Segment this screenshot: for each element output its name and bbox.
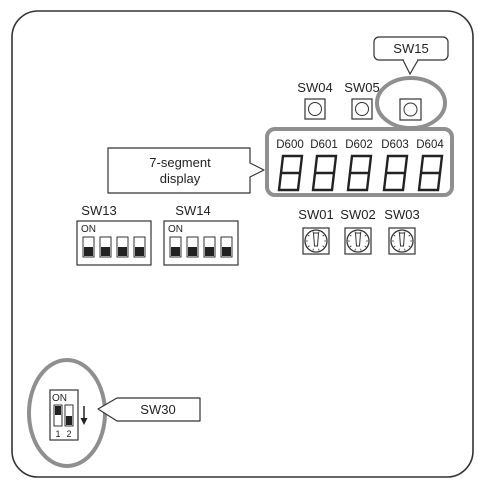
sw13-label: SW13: [81, 203, 116, 218]
down-arrow-icon: [80, 406, 88, 425]
push-button-sw15[interactable]: [399, 98, 422, 121]
seven-segment-digit-3: [346, 154, 373, 192]
sw30-on-label: ON: [52, 393, 67, 404]
seven-segment-display: D600 D601 D602 D603 D604: [276, 139, 444, 192]
sw13-toggle-3[interactable]: [116, 236, 129, 258]
seven-segment-callout-box: [107, 147, 265, 194]
sw14-toggles: [169, 236, 233, 258]
sw30-toggle-1[interactable]: [53, 404, 63, 427]
dip-switch-sw30[interactable]: ON 1 2: [49, 389, 88, 441]
push-button-sw05[interactable]: SW05: [344, 80, 380, 120]
sw15-button-cap: [403, 102, 418, 117]
sw30-callout: SW30: [97, 397, 201, 422]
sw03-label: SW03: [384, 207, 419, 222]
rotary-switch-sw01[interactable]: [302, 227, 330, 255]
push-button-sw04[interactable]: SW04: [297, 80, 333, 120]
seven-segment-callout-line1: 7-segment: [149, 155, 211, 170]
display-label-d602: D602: [345, 139, 373, 151]
sw14-on-label: ON: [168, 224, 183, 235]
sw15-callout-label: SW15: [393, 41, 428, 56]
dip-switch-sw13[interactable]: SW13 ON: [76, 203, 152, 266]
seven-segment-callout: 7-segment display: [107, 147, 265, 194]
seven-segment-digit-4: [382, 154, 409, 192]
sw13-toggles: [82, 236, 146, 258]
seven-segment-digit-1: [277, 154, 304, 192]
sw30-toggle-2-knob: [66, 416, 72, 425]
rotary-switches: SW01 SW02 SW03: [298, 207, 420, 255]
sw13-toggle-1[interactable]: [82, 236, 95, 258]
sw14-label: SW14: [175, 203, 210, 218]
sw01-label: SW01: [298, 207, 333, 222]
sw05-label: SW05: [344, 80, 379, 95]
display-label-d601: D601: [310, 139, 338, 151]
sw13-toggle-2[interactable]: [99, 236, 112, 258]
dip-switch-sw14[interactable]: SW14 ON: [163, 203, 239, 266]
sw14-toggle-3[interactable]: [203, 236, 216, 258]
display-label-d600: D600: [276, 139, 304, 151]
sw05-button-cap: [355, 102, 369, 116]
sw14-toggle-4[interactable]: [220, 236, 233, 258]
sw30-callout-label: SW30: [140, 402, 175, 417]
sw14-toggle-2[interactable]: [186, 236, 199, 258]
display-label-d604: D604: [416, 139, 444, 151]
sw04-button-cap: [308, 102, 322, 116]
sw30-position-2: 2: [66, 429, 71, 439]
sw15-callout: SW15: [373, 36, 449, 76]
sw13-toggle-4[interactable]: [133, 236, 146, 258]
sw02-label: SW02: [340, 207, 375, 222]
seven-segment-callout-line2: display: [160, 171, 201, 186]
rotary-switch-sw03[interactable]: [388, 227, 416, 255]
display-label-d603: D603: [381, 139, 409, 151]
sw13-on-label: ON: [81, 224, 96, 235]
seven-segment-digit-2: [311, 154, 338, 192]
sw04-label: SW04: [297, 80, 332, 95]
sw30-position-1: 1: [55, 429, 60, 439]
seven-segment-highlight: [265, 127, 454, 197]
sw14-toggle-1[interactable]: [169, 236, 182, 258]
seven-segment-digit-5: [417, 154, 444, 192]
sw30-callout-box: [97, 397, 201, 422]
rotary-switch-sw02[interactable]: [344, 227, 372, 255]
sw15-callout-pointer: [402, 59, 419, 76]
sw30-toggle-1-knob: [55, 406, 61, 415]
sw30-toggle-2[interactable]: [64, 404, 74, 427]
